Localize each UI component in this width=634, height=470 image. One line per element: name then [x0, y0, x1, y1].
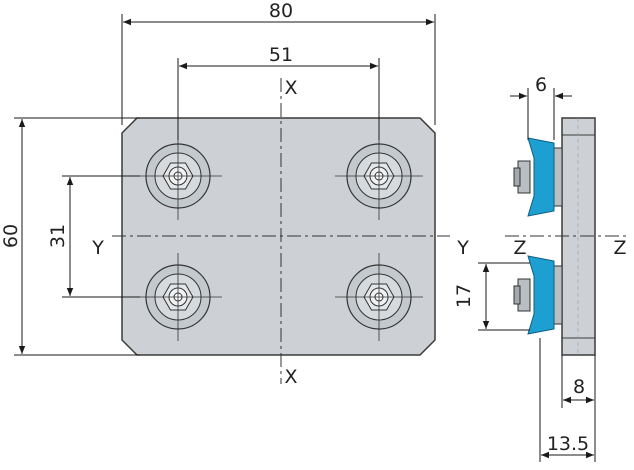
dim-label-60: 60 — [0, 224, 22, 248]
dim-plate-thickness-8: 8 — [561, 355, 596, 462]
axis-label-x-bottom: X — [284, 366, 297, 388]
dim-overall-depth-13-5: 13.5 — [539, 338, 594, 462]
bolt-hub-top-right — [335, 132, 423, 220]
side-view: Z Z 6 17 8 13.5 — [453, 74, 628, 462]
bolt-hub-top-left — [134, 132, 222, 220]
dim-height-60: 60 — [0, 117, 140, 356]
wheel-bottom — [513, 255, 563, 335]
axis-label-y-right: Y — [456, 237, 469, 259]
axis-label-y-left: Y — [91, 237, 104, 259]
dim-label-8: 8 — [573, 376, 585, 398]
bolt-hub-bottom-left — [134, 253, 222, 341]
axis-label-z-right: Z — [613, 237, 626, 259]
axis-label-z-left: Z — [513, 237, 526, 259]
front-view: 80 51 60 31 X X Y Y — [0, 0, 469, 388]
dim-bolt-spacing-51: 51 — [177, 44, 380, 140]
bolt-hub-bottom-right — [335, 253, 423, 341]
dim-label-6: 6 — [535, 74, 547, 96]
axis-label-x-top: X — [284, 77, 297, 99]
wheel-top — [513, 137, 563, 217]
dim-wheel-spacing-17: 17 — [453, 262, 530, 331]
dim-label-13-5: 13.5 — [547, 433, 589, 455]
dim-wheel-width-6: 6 — [510, 74, 572, 140]
dim-label-80: 80 — [269, 0, 293, 22]
dim-bolt-spacing-31: 31 — [47, 175, 140, 298]
dim-label-31: 31 — [47, 224, 69, 248]
dim-label-17: 17 — [453, 284, 475, 308]
dim-label-51: 51 — [269, 44, 293, 66]
dim-width-80: 80 — [121, 0, 436, 125]
